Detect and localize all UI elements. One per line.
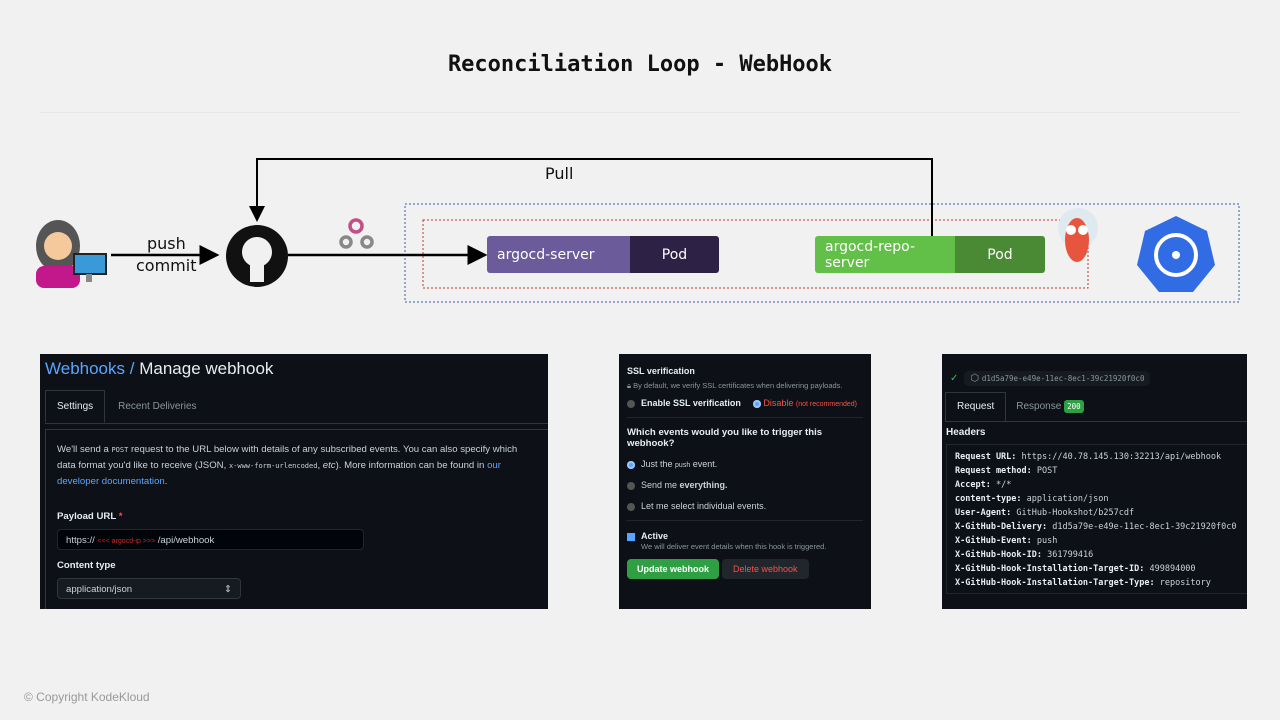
status-badge: 200 — [1064, 400, 1084, 413]
pod-label: Pod — [955, 236, 1045, 273]
header-row: X-GitHub-Hook-Installation-Target-ID: 49… — [955, 564, 1196, 574]
header-row: X-GitHub-Hook-ID: 361799416 — [955, 550, 1094, 560]
developer-docs-link[interactable]: our developer documentation — [57, 460, 501, 487]
package-icon: ⬡ — [970, 373, 980, 384]
event-everything-radio[interactable]: Send me everything. — [627, 480, 863, 490]
update-webhook-button[interactable]: Update webhook — [627, 559, 720, 579]
required-marker: * — [118, 511, 123, 522]
select-arrows-icon: ⇕ — [223, 584, 232, 595]
event-push-radio[interactable]: Just the push event. — [627, 459, 863, 469]
argocd-repo-server-label: argocd-repo-server — [815, 236, 955, 273]
github-icon — [226, 225, 288, 287]
tab-response[interactable]: Response 200 — [1006, 400, 1093, 413]
events-title: Which events would you like to trigger t… — [627, 427, 823, 449]
webhook-icon — [339, 218, 374, 249]
header-row: Request URL: https://40.78.145.130:32213… — [955, 452, 1222, 462]
event-individual-radio[interactable]: Let me select individual events. — [627, 501, 863, 521]
argocd-server-label: argocd-server — [487, 236, 630, 273]
cluster-boundary — [404, 203, 1240, 303]
ssl-disable-radio[interactable]: Disable (not recommended) — [753, 398, 857, 408]
push-label: push — [147, 234, 186, 253]
header-row: X-GitHub-Hook-Installation-Target-Type: … — [955, 578, 1211, 588]
header-row: Request method: POST — [955, 466, 1058, 476]
pull-arrow — [249, 158, 933, 236]
lock-icon: 🔒︎ — [627, 381, 631, 390]
header-row: X-GitHub-Event: push — [955, 536, 1058, 546]
pull-label: Pull — [545, 164, 574, 183]
content-type-label: Content type — [57, 560, 116, 571]
header-row: Accept: */* — [955, 480, 1012, 490]
active-checkbox[interactable]: Active — [627, 531, 863, 541]
argo-octopus-icon — [1058, 208, 1098, 262]
developer-icon — [36, 220, 107, 288]
content-type-select[interactable]: application/json⇕ — [57, 578, 241, 599]
header-row: X-GitHub-Delivery: d1d5a79e-e49e-11ec-8e… — [955, 522, 1237, 532]
payload-url-label: Payload URL — [57, 511, 117, 522]
argocd-repo-server-pod: argocd-repo-server Pod — [815, 236, 1045, 273]
webhook-settings-panel: Webhooks / Manage webhook Settings Recen… — [40, 354, 548, 609]
breadcrumb-webhooks-link[interactable]: Webhooks — [45, 359, 126, 378]
active-description: We will deliver event details when this … — [641, 542, 827, 551]
delete-webhook-button[interactable]: Delete webhook — [722, 559, 809, 579]
commit-label: commit — [136, 256, 197, 275]
webhook-description: We'll send a POST request to the URL bel… — [57, 444, 518, 487]
tab-settings[interactable]: Settings — [45, 390, 106, 423]
header-row: User-Agent: GitHub-Hookshot/b257cdf — [955, 508, 1135, 518]
headers-list: Request URL: https://40.78.145.130:32213… — [946, 444, 1247, 594]
ssl-enable-radio[interactable]: Enable SSL verification — [627, 398, 741, 408]
tab-request[interactable]: Request — [945, 391, 1007, 422]
check-icon: ✓ — [950, 373, 959, 384]
header-row: content-type: application/json — [955, 494, 1109, 504]
title-divider — [40, 112, 1240, 113]
pod-label: Pod — [630, 236, 719, 273]
slide-title: Reconciliation Loop - WebHook — [447, 52, 833, 77]
kubernetes-icon — [1137, 216, 1215, 292]
ssl-title: SSL verification — [627, 366, 695, 376]
checkbox-checked-icon — [627, 532, 635, 541]
payload-url-input[interactable]: https:// <<< argocd-ip >>> /api/webhook — [57, 529, 364, 550]
headers-title: Headers — [946, 427, 986, 438]
breadcrumb-separator: / — [129, 359, 135, 378]
tab-recent-deliveries[interactable]: Recent Deliveries — [118, 401, 197, 412]
webhook-options-panel: SSL verification 🔒︎ By default, we verif… — [619, 354, 871, 609]
recent-delivery-panel: ✓ ⬡ d1d5a79e-e49e-11ec-8ec1-39c21920f0c0… — [942, 354, 1247, 609]
copyright-footer: © Copyright KodeKloud — [24, 690, 150, 704]
ssl-description: By default, we verify SSL certificates w… — [633, 381, 843, 390]
delivery-id-button[interactable]: ⬡ d1d5a79e-e49e-11ec-8ec1-39c21920f0c0 — [964, 371, 1151, 386]
argocd-server-pod: argocd-server Pod — [487, 236, 719, 273]
diagram-connectors — [36, 158, 1240, 303]
page-title: Manage webhook — [139, 359, 274, 378]
